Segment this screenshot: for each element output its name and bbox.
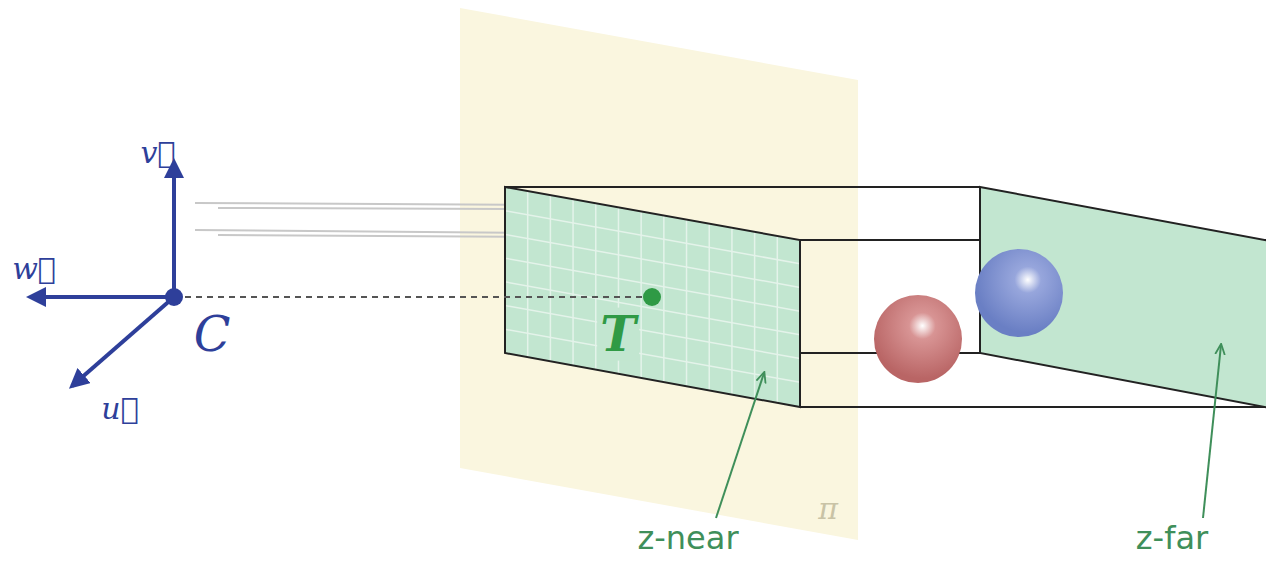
grid-line xyxy=(505,234,800,287)
grid-line xyxy=(640,211,642,377)
projection-rays xyxy=(218,208,545,209)
view-volume xyxy=(505,186,980,188)
camera-label: C xyxy=(194,308,231,361)
grid-line xyxy=(505,258,800,311)
red-sphere xyxy=(874,295,962,383)
grid-line xyxy=(686,220,688,386)
target-point xyxy=(643,288,661,306)
axis-label: v⃗ xyxy=(141,136,176,169)
blue-sphere xyxy=(975,249,1063,337)
projection-rays xyxy=(218,235,545,237)
leader-lines xyxy=(716,345,1221,518)
grid-line xyxy=(527,191,529,357)
grid-line xyxy=(505,329,800,382)
camera-axes xyxy=(72,297,174,386)
camera-center xyxy=(165,288,183,306)
projection-rays xyxy=(195,230,545,233)
axis-label: u⃗ xyxy=(101,392,138,425)
grid-line xyxy=(731,228,733,394)
grid-line xyxy=(572,199,574,365)
grid-line xyxy=(550,195,552,361)
leader-lines xyxy=(1203,345,1221,518)
plane-label: π xyxy=(818,492,838,525)
grid-line xyxy=(754,232,756,398)
projection-rays xyxy=(195,203,545,237)
camera-axes xyxy=(30,295,174,299)
projection-rays xyxy=(195,203,545,205)
plane-name: z-far xyxy=(1136,522,1208,557)
plane-name: z-near xyxy=(637,522,738,557)
grid-line xyxy=(708,224,710,390)
view-volume xyxy=(800,406,1266,408)
grid-line xyxy=(663,216,665,382)
target-label: T xyxy=(597,308,639,361)
grid-line xyxy=(505,306,800,359)
axis-label: w⃗ xyxy=(12,252,56,285)
leader-lines xyxy=(716,373,764,518)
grid-line xyxy=(505,282,800,335)
grid-line xyxy=(777,236,779,402)
projection-plane xyxy=(460,8,858,540)
far-plane-edge xyxy=(979,187,981,353)
camera-axes xyxy=(172,162,176,297)
grid-line xyxy=(505,211,800,264)
view-axis xyxy=(174,296,646,298)
